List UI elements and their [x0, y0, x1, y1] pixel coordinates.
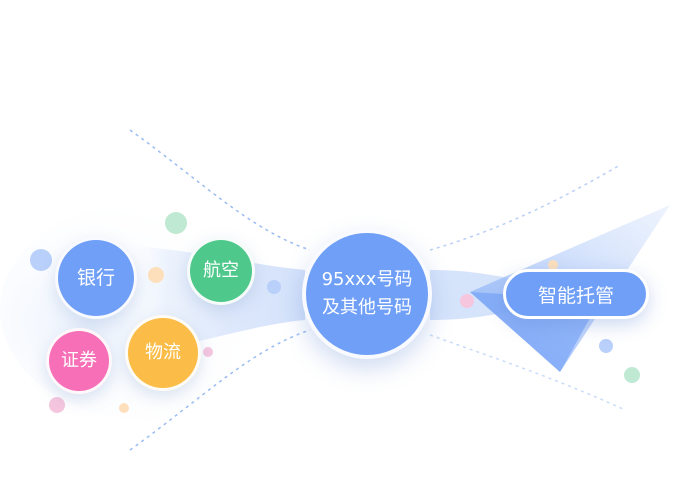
center-node: 95xxx号码 及其他号码: [302, 229, 432, 359]
dash-curve-bottom-right: [429, 334, 626, 411]
node-zhengquan: 证券: [46, 328, 112, 394]
dot-pink-right: [460, 294, 474, 308]
dot-blue-left: [30, 249, 52, 271]
dot-pink-bottom: [49, 397, 65, 413]
node-wuliu: 物流: [125, 315, 201, 391]
node-wuliu-label: 物流: [145, 342, 181, 364]
smart-hosting-button[interactable]: 智能托管: [503, 269, 649, 319]
center-line1: 95xxx号码: [321, 269, 413, 291]
node-hangkong-label: 航空: [203, 260, 239, 282]
node-yinhang-label: 银行: [76, 266, 115, 289]
dot-orange-mid: [148, 267, 164, 283]
dot-orange-bottom: [119, 403, 129, 413]
dot-blue-right: [599, 339, 613, 353]
dot-blue-small: [267, 280, 281, 294]
dot-green-top: [165, 212, 187, 234]
node-yinhang: 银行: [55, 237, 137, 319]
dash-curve-bottom-left: [129, 329, 311, 451]
dot-green-right: [624, 367, 640, 383]
node-hangkong: 航空: [187, 237, 255, 305]
dot-orange-right: [548, 260, 558, 270]
dash-curve-top-right: [429, 164, 621, 251]
dash-curve-top-left: [129, 129, 311, 251]
node-zhengquan-label: 证券: [61, 350, 97, 372]
center-line2: 及其他号码: [322, 297, 412, 318]
dot-pink-small: [203, 347, 213, 357]
smart-hosting-label: 智能托管: [537, 284, 614, 307]
